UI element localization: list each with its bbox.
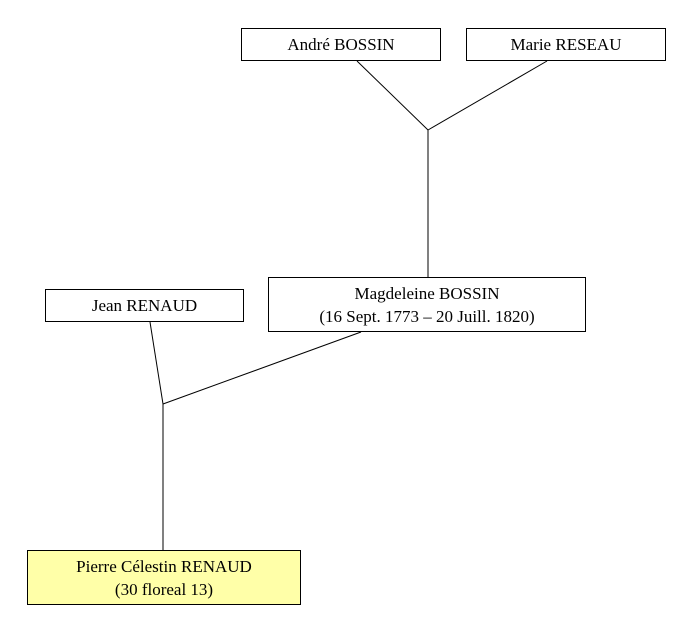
connector-andre — [356, 60, 429, 131]
person-name: Magdeleine BOSSIN — [354, 283, 500, 303]
person-name: André BOSSIN — [287, 35, 395, 54]
person-box-magdeleine-bossin[interactable]: Magdeleine BOSSIN (16 Sept. 1773 – 20 Ju… — [268, 277, 586, 332]
person-box-pierre-celestin-renaud[interactable]: Pierre Célestin RENAUD (30 floreal 13) — [27, 550, 301, 605]
connector-jean — [149, 321, 164, 405]
person-dates: (16 Sept. 1773 – 20 Juill. 1820) — [319, 306, 535, 326]
person-name: Pierre Célestin RENAUD — [76, 556, 252, 576]
person-dates: (30 floreal 13) — [114, 579, 214, 599]
person-box-jean-renaud[interactable]: Jean RENAUD — [45, 289, 244, 322]
person-box-andre-bossin[interactable]: André BOSSIN — [241, 28, 441, 61]
connector-magdeleine — [162, 331, 362, 405]
person-box-marie-reseau[interactable]: Marie RESEAU — [466, 28, 666, 61]
connector-marie — [427, 60, 548, 131]
person-name: Jean RENAUD — [91, 296, 198, 315]
person-name: Marie RESEAU — [510, 35, 622, 54]
